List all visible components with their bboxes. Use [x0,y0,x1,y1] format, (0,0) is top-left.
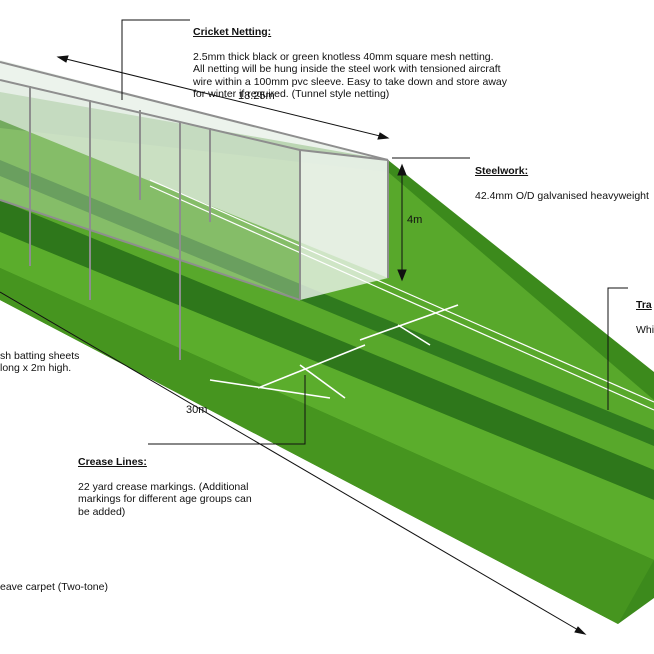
crease-lines [209,304,459,399]
tramlines [149,179,654,411]
tramlines-callout: Tra Whi [636,286,654,336]
netting-callout: Cricket Netting: 2.5mm thick black or gr… [193,13,533,101]
callout-leaders [121,19,628,445]
crease-text: 22 yard crease markings. (Additional mar… [78,480,252,518]
netting-back [0,60,388,278]
width-dimension: 18.25m [238,90,275,102]
length-dimension: 30m [186,404,208,416]
netting-front [0,80,300,300]
batting-sheets-callout: sh batting sheets long x 2m high. [0,337,140,375]
tramlines-title: Tra [636,298,652,311]
batting-sheets-text: sh batting sheets long x 2m high. [0,349,80,375]
tramlines-text: Whi [636,323,654,336]
carpet-callout: eave carpet (Two-tone) [0,568,160,593]
carpet-text: eave carpet (Two-tone) [0,580,108,593]
lane-stripe [0,232,654,560]
steelwork-callout: Steelwork: 42.4mm O/D galvanised heavywe… [475,152,654,202]
lane-stripe [0,200,654,500]
lane-stripe [0,268,654,624]
netting-end [300,150,388,300]
steelwork-text: 42.4mm O/D galvanised heavyweight [475,189,649,202]
netting-title: Cricket Netting: [193,25,272,38]
steelwork-title: Steelwork: [475,164,529,177]
dimension-lines [0,55,587,635]
crease-callout: Crease Lines: 22 yard crease markings. (… [78,443,298,518]
crease-title: Crease Lines: [78,455,147,468]
lane-stripe [0,160,654,446]
height-dimension: 4m [407,214,423,226]
steel-frame [0,61,389,360]
netting-text: 2.5mm thick black or green knotless 40mm… [193,50,507,101]
